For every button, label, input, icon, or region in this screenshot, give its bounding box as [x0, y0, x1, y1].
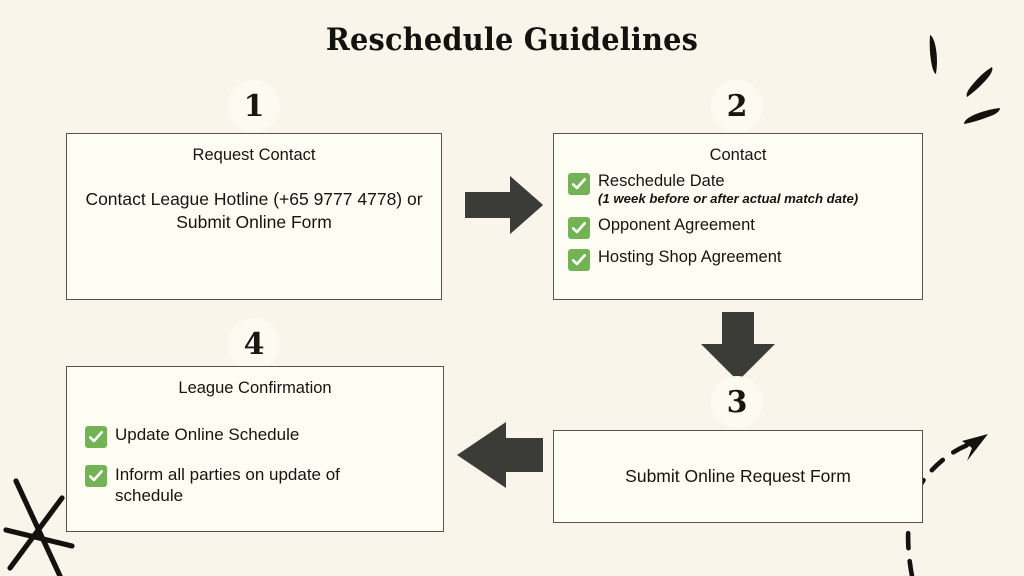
checklist-item[interactable]: Update Online Schedule	[85, 425, 443, 448]
step-4-title: League Confirmation	[178, 379, 332, 397]
page-title: Reschedule Guidelines	[325, 22, 699, 58]
checklist-item-label: Inform all parties on update of schedule	[115, 464, 340, 506]
checkmark-icon	[85, 464, 107, 487]
step-box-2-contact[interactable]: Contact Reschedule Date (1 week before o…	[553, 133, 923, 300]
checklist-item[interactable]: Inform all parties on update of schedule	[85, 464, 443, 507]
step-3-body: Submit Online Request Form	[625, 466, 851, 486]
step-box-3-submit-form[interactable]: Submit Online Request Form	[553, 430, 923, 523]
step-badge-4: 4	[228, 318, 280, 370]
checklist-item[interactable]: Hosting Shop Agreement	[568, 248, 922, 272]
checkmark-icon	[568, 249, 590, 272]
sparkle-lines-top-right	[929, 35, 1000, 124]
checklist-item-label: Update Online Schedule	[115, 424, 300, 444]
checkmark-icon	[568, 217, 590, 240]
arrow-step3-to-step4	[457, 422, 543, 488]
checklist-item[interactable]: Reschedule Date (1 week before or after …	[568, 172, 922, 207]
asterisk-star-bottom-left	[3, 478, 75, 576]
step-badge-2: 2	[711, 80, 763, 132]
arrow-step1-to-step2	[465, 176, 543, 234]
step-badge-3: 3	[711, 376, 763, 428]
step-2-title: Contact	[709, 146, 767, 164]
checklist-item-label: Hosting Shop Agreement	[598, 248, 782, 267]
step-1-body: Contact League Hotline (+65 9777 4778) o…	[85, 188, 423, 232]
step-2-checklist: Reschedule Date (1 week before or after …	[568, 172, 922, 272]
step-box-4-league-confirmation[interactable]: League Confirmation Update Online Schedu…	[66, 366, 444, 532]
step-badge-1: 1	[228, 80, 280, 132]
checklist-item-label: Reschedule Date	[598, 171, 725, 190]
checklist-item-note: (1 week before or after actual match dat…	[598, 191, 859, 207]
checkmark-icon	[568, 172, 590, 195]
checklist-item[interactable]: Opponent Agreement	[568, 216, 922, 240]
step-box-1-request-contact[interactable]: Request Contact Contact League Hotline (…	[66, 133, 442, 300]
checkmark-icon	[85, 425, 107, 448]
step-1-title: Request Contact	[192, 146, 316, 164]
arrow-step2-to-step3	[701, 312, 775, 381]
checklist-item-label: Opponent Agreement	[598, 216, 755, 235]
step-4-checklist: Update Online Schedule Inform all partie…	[85, 425, 443, 507]
